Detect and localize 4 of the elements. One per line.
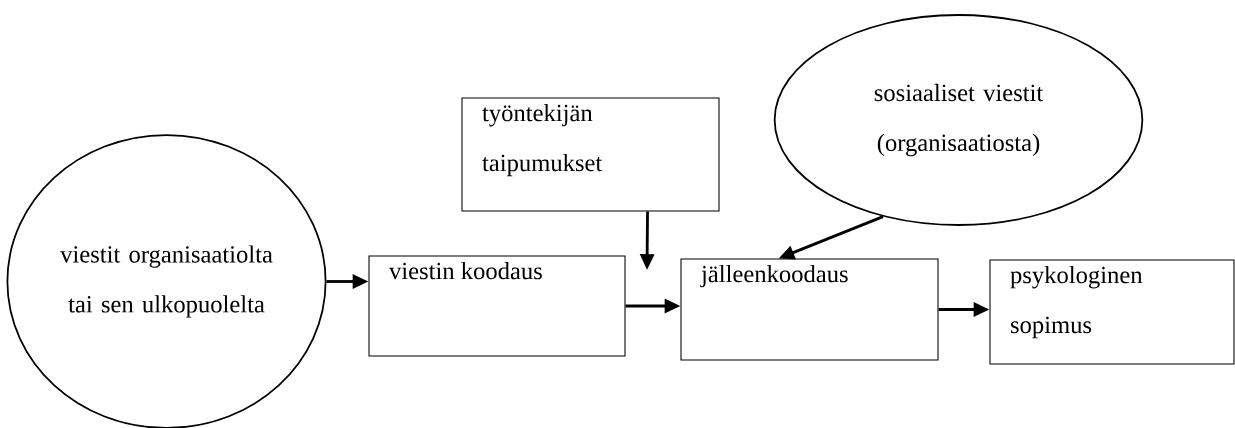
process-box: viestin koodaus xyxy=(368,255,626,357)
process-box: jälleenkoodaus xyxy=(680,258,939,361)
process-box: työntekijän taipumukset xyxy=(461,97,720,212)
process-box: psykologinen sopimus xyxy=(989,259,1235,365)
